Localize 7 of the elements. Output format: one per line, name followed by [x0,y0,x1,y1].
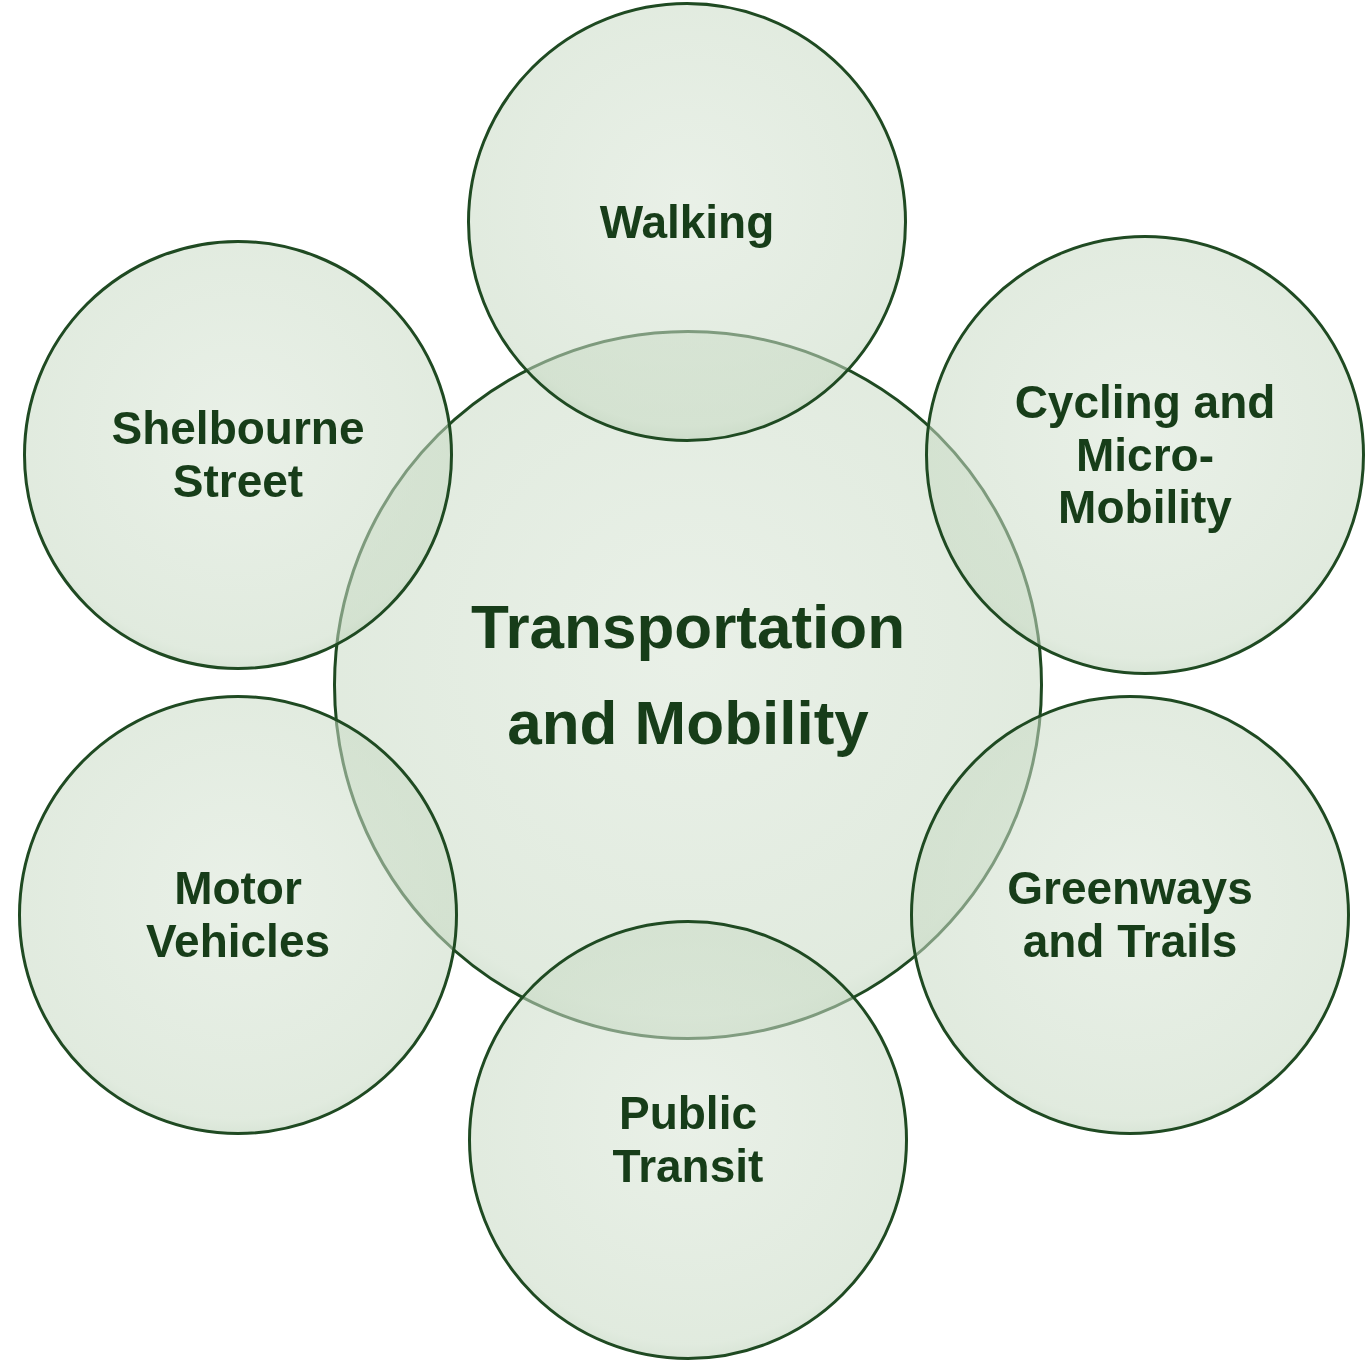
circle-label: Cycling and Micro-Mobility [1013,375,1277,535]
circle-label: Shelbourne Street [110,402,366,508]
circle-label: Transportation and Mobility [470,590,906,759]
circle-label: Public Transit [611,1087,765,1193]
circle-label: Walking [599,195,775,249]
circle-label: Motor Vehicles [144,862,332,968]
circle-label: Greenways and Trails [1006,862,1254,968]
